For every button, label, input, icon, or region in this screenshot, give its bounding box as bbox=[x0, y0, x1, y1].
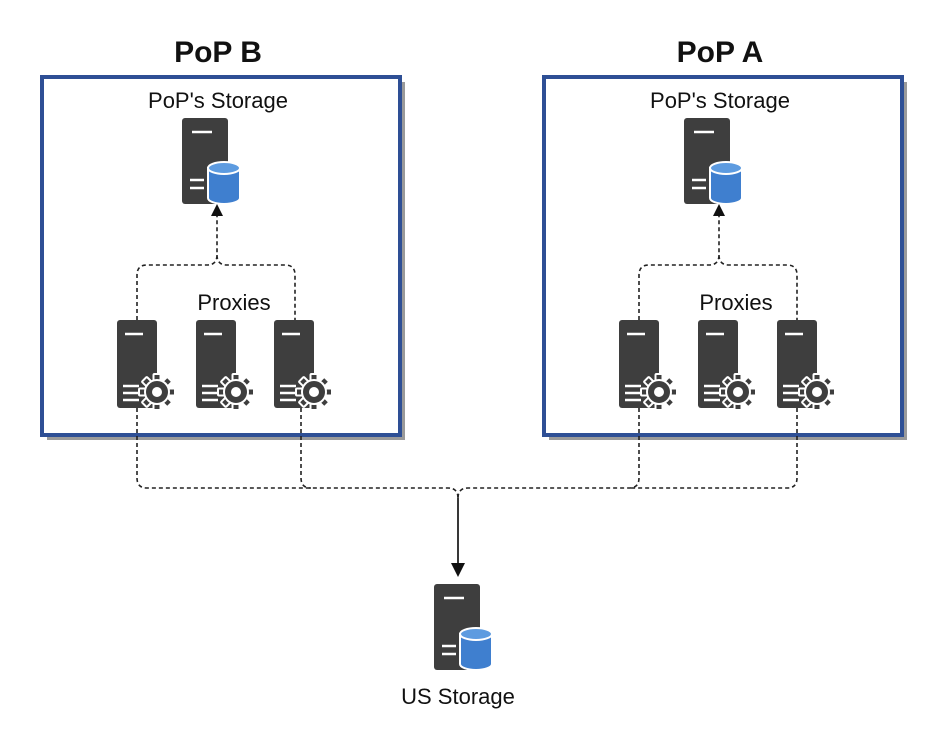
pop-b-storage-arrowhead bbox=[211, 204, 223, 216]
pop-a-outer-connector bbox=[629, 408, 798, 489]
pop-a-proxies-label: Proxies bbox=[699, 290, 772, 315]
pop-b-proxies-label: Proxies bbox=[197, 290, 270, 315]
pop-a-proxies-to-storage-connector bbox=[638, 214, 798, 320]
pop-a-title: PoP A bbox=[677, 36, 764, 69]
pop-b-title: PoP B bbox=[174, 36, 262, 69]
us-storage-arrowhead bbox=[451, 563, 465, 577]
us-storage-group: US Storage bbox=[401, 582, 515, 709]
pop-b-storage-label: PoP's Storage bbox=[148, 88, 288, 113]
pop-a-group: PoP A PoP's Storage Proxies bbox=[542, 36, 907, 440]
pop-a-storage-arrowhead bbox=[713, 204, 725, 216]
us-storage-server-icon bbox=[432, 582, 494, 672]
pop-a-inner-connector bbox=[457, 408, 640, 499]
pop-b-proxies-to-storage-connector bbox=[136, 214, 296, 320]
pop-b-group: PoP B PoP's Storage Proxies bbox=[40, 36, 405, 440]
us-storage-label: US Storage bbox=[401, 684, 515, 709]
pop-b-outer-connector bbox=[136, 408, 459, 499]
pop-a-storage-label: PoP's Storage bbox=[650, 88, 790, 113]
pop-b-inner-connector bbox=[300, 408, 312, 489]
